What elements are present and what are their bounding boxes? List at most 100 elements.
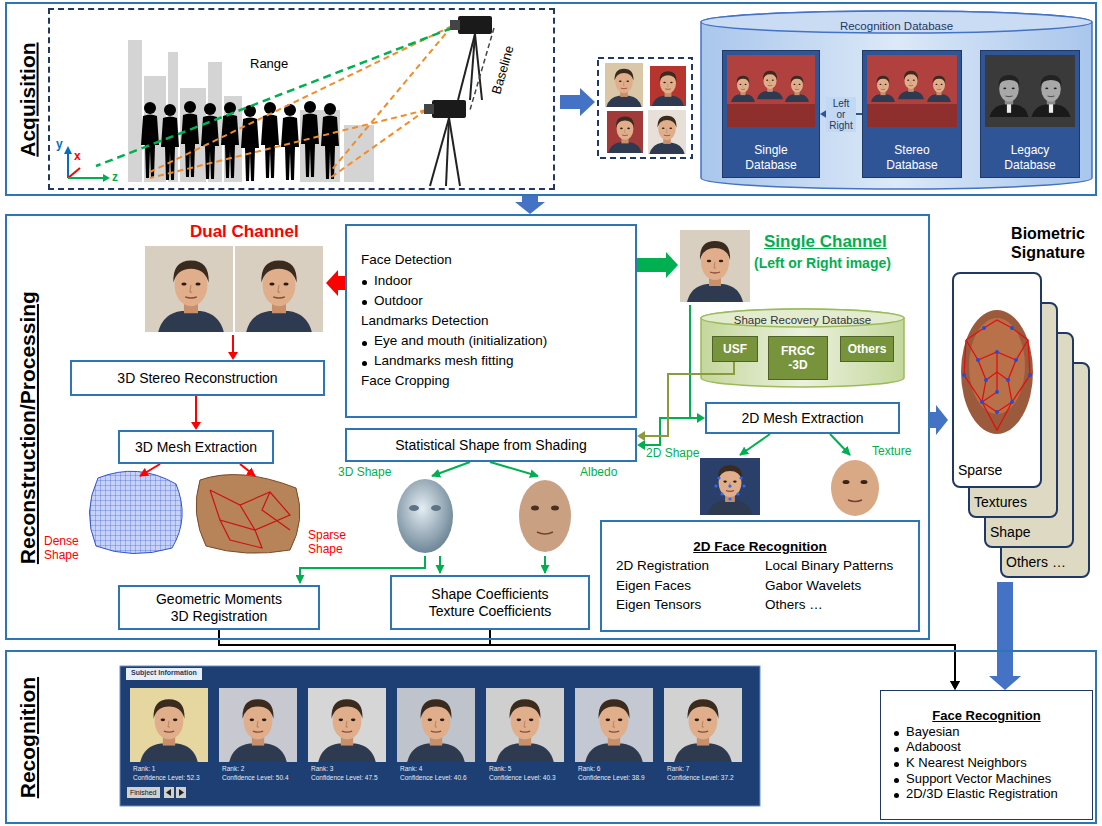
illustration-use: [687, 241, 743, 302]
illustration-g: [962, 326, 1032, 414]
illustration-ellipse: [831, 460, 879, 516]
illustration-ellipse: [397, 479, 453, 553]
illustration-g: [714, 476, 745, 500]
illustration-use: [757, 71, 783, 99]
node-text: Eigen Faces: [616, 578, 755, 594]
illustration-circle: [984, 378, 988, 382]
illustration-rect: [432, 100, 466, 118]
illustration-path: [89, 471, 182, 553]
arrow-head: [326, 270, 338, 296]
illustration-use: [707, 465, 753, 515]
illustration-rect: [486, 688, 564, 762]
process-list-box: Face DetectionIndoorOutdoorLandmarks Det…: [345, 224, 637, 418]
process-box: Geometric Moments 3D Registration: [118, 585, 320, 630]
illustration-circle: [728, 497, 731, 500]
image-label: Sparse Shape: [308, 528, 352, 557]
illustration-use: [652, 71, 684, 106]
method-box: Face RecognitionBayesianAdaboostK Neares…: [880, 690, 1093, 820]
process-box: Statistical Shape from Shading: [345, 428, 637, 462]
node-text: Local Binary Patterns: [765, 558, 904, 574]
illustration-ellipse: [961, 310, 1033, 434]
image-label: Albedo: [580, 465, 617, 479]
list-item: Adaboost: [893, 739, 961, 755]
illustration-ellipse: [701, 309, 904, 327]
illustration-circle: [742, 484, 745, 487]
arrow-head: [191, 422, 201, 430]
illustration-use: [785, 76, 809, 102]
illustration-rect: [727, 55, 815, 127]
node-text: (Left or Right image): [754, 255, 891, 272]
connector-arrow: [637, 252, 678, 278]
axis-label: y: [56, 137, 63, 151]
connector-arrow: [228, 335, 238, 360]
db-item: FRGC -3D: [768, 336, 828, 380]
illustration-ellipse: [409, 505, 419, 511]
illustration-rect: [458, 16, 492, 34]
connector-arrow: [690, 305, 705, 423]
illustration-line: [449, 118, 460, 186]
illustration-rect: [680, 230, 750, 302]
illustration-polygon: [166, 789, 171, 796]
illustration-g: [964, 320, 1030, 430]
node-text: FRGC -3D: [778, 344, 818, 373]
illustration-line: [67, 152, 69, 178]
list-item: Eye and mouth (initialization): [361, 333, 547, 349]
axes: [64, 146, 110, 182]
illustration-use: [1031, 75, 1070, 117]
illustration-line: [830, 434, 850, 455]
range-line: [96, 28, 452, 166]
illustration-use: [649, 116, 684, 154]
illustration-rect: [126, 668, 202, 680]
node-text: 2D Registration: [616, 558, 755, 574]
illustration-rect: [397, 688, 475, 762]
illustration-line: [68, 177, 104, 179]
caption-text: Confidence Level: 37.2: [667, 774, 734, 782]
screenshot: [120, 666, 760, 806]
node-text: Eigen Tensors: [616, 597, 755, 613]
connector-arrow: [191, 396, 201, 430]
process-box: 3D Mesh Extraction: [118, 430, 274, 464]
connector-line: [195, 396, 197, 422]
illustration-circle: [714, 484, 717, 487]
heading-text: Dual Channel: [190, 222, 299, 242]
illustration-rect: [219, 688, 297, 762]
illustration-line: [439, 556, 441, 573]
database-cylinder: Recognition DatabaseSingle DatabaseStere…: [700, 10, 1093, 190]
illustration-rect: [145, 246, 323, 332]
node-text: Recognition Database: [840, 20, 953, 34]
node-text: Stereo Database: [881, 143, 943, 172]
arrow-head: [950, 681, 960, 690]
face-thumbnails: [598, 58, 692, 158]
node-text: Legacy Database: [999, 143, 1061, 172]
connector-line: [219, 630, 955, 681]
list-item: Landmarks mesh fitting: [361, 353, 514, 369]
illustration-rect: [344, 125, 374, 182]
illustration-rect: [120, 666, 760, 806]
connector-line: [690, 305, 697, 418]
connector-line: [637, 258, 666, 272]
illustration-rect: [128, 40, 142, 182]
illustration-circle: [976, 358, 980, 362]
signature-panel: Biometric Signature SparseTexturesShapeO…: [948, 222, 1098, 582]
heading-text: Recognition: [15, 676, 40, 797]
node-text: Others …: [1006, 554, 1066, 571]
illustration-rect: [598, 58, 692, 158]
illustration-line: [446, 118, 449, 186]
sparse-face-mesh: [956, 280, 1038, 460]
illustration-rect: [664, 688, 742, 762]
illustration-path: [848, 500, 862, 502]
caption-text: Rank: 5: [489, 765, 511, 773]
node-text: Range: [250, 56, 288, 72]
connector-line: [997, 582, 1013, 676]
ssfs-images: [397, 479, 571, 553]
node-text: Others: [848, 342, 887, 356]
database-cylinder: Shape Recovery DatabaseUSFFRGC -3DOthers: [700, 308, 905, 388]
image-label: Texture: [872, 444, 911, 458]
illustration-ellipse: [551, 506, 559, 511]
process-box: 3D Stereo Reconstruction: [70, 360, 325, 396]
illustration-use: [241, 105, 259, 181]
illustration-polygon: [103, 174, 110, 182]
band-panel: Reconstruction/ProcessingFace DetectionI…: [5, 214, 930, 640]
illustration-use: [927, 76, 951, 102]
caption-text: Confidence Level: 52.3: [133, 774, 200, 782]
